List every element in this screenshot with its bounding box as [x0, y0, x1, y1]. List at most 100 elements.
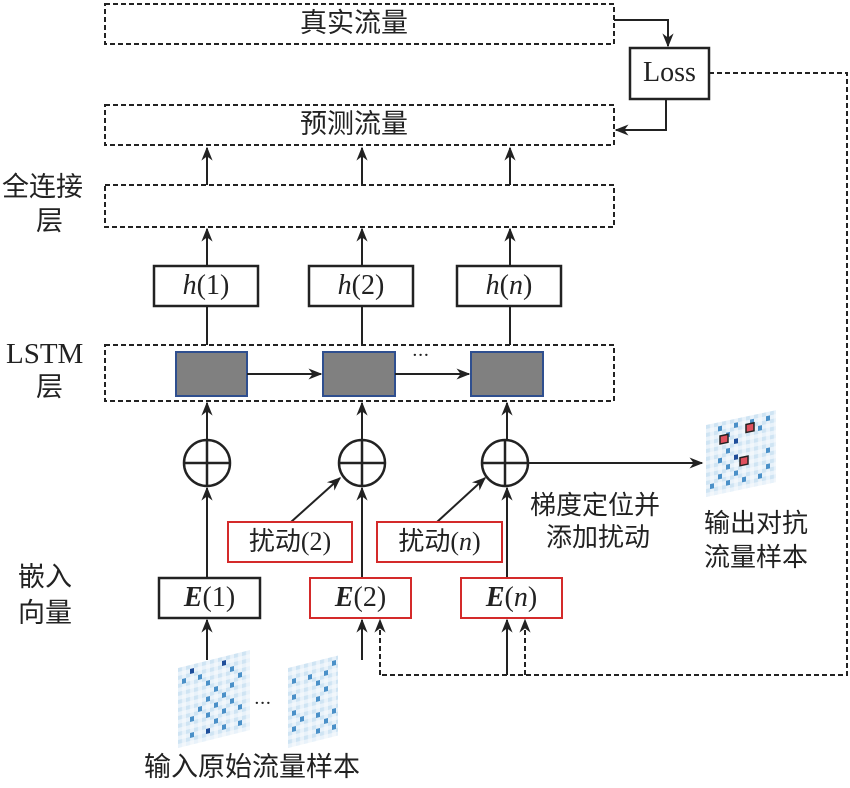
sample-pixel: [734, 422, 738, 429]
hidden-label-1: h(1): [182, 270, 230, 301]
perturb-label-2: 扰动(2): [248, 527, 332, 557]
hidden-symbol: h: [182, 270, 197, 301]
perturb-index: 2: [309, 527, 323, 556]
sample-pixel: [726, 479, 730, 486]
lstm-cell-2: [322, 351, 396, 397]
real-traffic-box: [104, 3, 615, 45]
embed-index: n: [513, 582, 528, 613]
sample-pixel: [742, 476, 746, 483]
gradient-annotation-line2: 添加扰动: [546, 523, 651, 553]
sample-pixel: [332, 708, 336, 715]
sample-pixel: [182, 678, 186, 685]
sample-pixel: [332, 660, 336, 667]
output-annotation-line2: 流量样本: [704, 543, 809, 573]
sample-pixel: [214, 686, 218, 693]
adversarial-perturbation-marker: [719, 433, 729, 445]
sample-pixel: [324, 686, 328, 693]
embed-label-line1: 嵌入: [18, 562, 72, 593]
fc-layer-label-line1: 全连接: [2, 172, 83, 203]
lstm-layer-box: [104, 344, 615, 402]
hidden-label-2: h(2): [337, 270, 385, 301]
sample-pixel: [230, 666, 234, 673]
add-node-1: [182, 438, 232, 488]
sample-pixel: [198, 674, 202, 681]
perturb-arrow-n: [436, 477, 487, 523]
sample-pixel: [758, 473, 762, 479]
sample-pixel: [238, 704, 242, 711]
sample-pixel: [734, 454, 738, 461]
perturb-index: n: [459, 527, 472, 556]
fc-layer-box: [104, 184, 615, 228]
sample-pixel: [324, 670, 328, 677]
fc-layer-label-line2: 层: [36, 206, 63, 237]
embed-label-line2: 向量: [18, 598, 72, 629]
embed-symbol: E: [334, 582, 354, 613]
embed-box-2: [309, 577, 412, 619]
sample-pixel: [230, 698, 234, 705]
sample-pixel: [230, 682, 234, 689]
hidden-index: 1: [206, 270, 220, 301]
hidden-symbol: h: [337, 270, 352, 301]
embed-index: 2: [362, 582, 377, 613]
adversarial-perturbation-marker: [739, 455, 749, 467]
sample-pixel: [292, 710, 296, 717]
perturb-box-n: [376, 521, 503, 563]
input-sample-image-1: [178, 650, 250, 748]
hidden-index: n: [509, 270, 523, 301]
lstm-cell-n: [470, 351, 544, 397]
sample-pixel: [726, 447, 730, 454]
lstm-ellipsis: ···: [412, 345, 430, 366]
sample-pixel: [758, 425, 762, 431]
sample-pixel: [238, 720, 242, 727]
sample-pixel: [206, 712, 210, 719]
embed-box-1: [157, 576, 262, 620]
lstm-cell-1: [175, 351, 248, 397]
sample-pixel: [198, 706, 202, 713]
sample-pixel: [726, 463, 730, 470]
real-traffic-label: 真实流量: [300, 8, 408, 39]
sample-pixel: [766, 415, 770, 422]
loss-feedback-dashed-line: [380, 72, 848, 676]
embed-label-n: E(n): [485, 582, 538, 613]
sample-pixel: [718, 457, 722, 464]
predicted-traffic-box: [104, 104, 615, 146]
sample-pixel: [190, 716, 194, 723]
lstm-layer-label-line1: LSTM: [6, 338, 84, 370]
sample-pixel: [222, 724, 226, 731]
sample-pixel: [332, 724, 336, 731]
sample-pixel: [734, 438, 738, 445]
sample-pixel: [292, 726, 296, 733]
sample-pixel: [300, 716, 304, 723]
embed-symbol: E: [485, 582, 505, 613]
sample-pixel: [292, 694, 296, 701]
embed-box-n: [460, 577, 563, 619]
sample-pixel: [222, 660, 226, 667]
perturb-label-n: 扰动(n): [398, 527, 481, 557]
sample-pixel: [222, 708, 226, 715]
embed-label-2: E(2): [334, 582, 387, 613]
sample-pixel: [734, 470, 738, 477]
sample-pixel: [190, 668, 194, 675]
perturb-prefix: 扰动: [248, 527, 301, 557]
hidden-symbol: h: [485, 270, 500, 301]
sample-pixel: [316, 696, 320, 703]
hidden-index: 2: [361, 270, 375, 301]
sample-pixel: [324, 718, 328, 725]
hidden-box-2: [307, 264, 415, 308]
input-ellipsis: ···: [254, 693, 272, 714]
sample-pixel: [222, 692, 226, 699]
hidden-label-n: h(n): [485, 270, 533, 301]
embed-label-1: E(1): [183, 582, 236, 613]
real-to-loss-arrow: [614, 19, 674, 48]
sample-pixel: [710, 483, 714, 490]
sample-pixel: [316, 728, 320, 735]
output-annotation-line1: 输出对抗: [704, 509, 809, 539]
sample-pixel: [206, 696, 210, 703]
sample-pixel: [292, 678, 296, 685]
sample-pixel: [214, 702, 218, 709]
sample-pixel: [308, 674, 312, 681]
sample-pixel: [214, 718, 218, 725]
sample-pixel: [238, 672, 242, 679]
sample-pixel: [718, 425, 722, 432]
